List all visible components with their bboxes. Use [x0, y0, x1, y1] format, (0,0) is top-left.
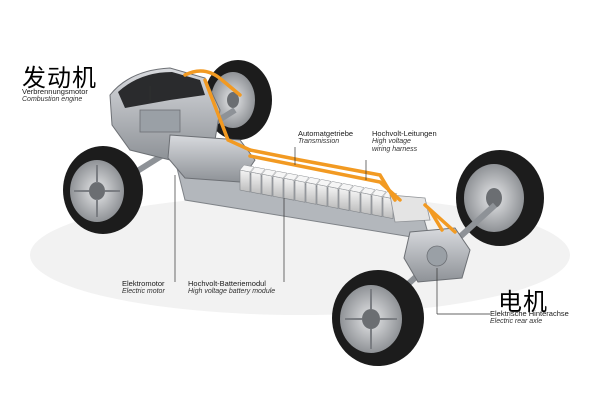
transmission-en-label: Transmission — [298, 138, 340, 146]
battery-cell-top — [239, 164, 255, 173]
battery-cell-top — [371, 189, 387, 197]
battery-cell — [338, 188, 350, 211]
battery-cell — [272, 175, 284, 199]
engine-cn-label: 发动机 — [22, 64, 97, 92]
battery-cell-top — [294, 174, 310, 183]
battery-cell-top — [327, 181, 343, 189]
electric-rear-axle-unit — [403, 227, 471, 283]
high-voltage-wiring — [183, 69, 457, 234]
motor-de-label: Elektromotor — [122, 279, 165, 288]
battery-cell-top — [283, 172, 299, 181]
battery-cell-top — [261, 168, 277, 177]
battery-cell — [294, 179, 306, 203]
battery-junction-box — [389, 194, 431, 223]
battery-cell — [250, 171, 262, 195]
rear-axle-label: Elektrische Hinterachse Electric rear ax… — [490, 309, 569, 326]
battery-cell-top — [360, 187, 376, 195]
engine-en-label: Combustion engine — [22, 96, 83, 104]
wiring-label: Hochvolt-Leitungen High voltage wiring h… — [372, 129, 437, 154]
battery-cell — [371, 194, 383, 217]
battery-cell — [327, 186, 339, 209]
ground-shadow — [30, 195, 570, 315]
wiring-en-label-2: wiring harness — [372, 145, 418, 153]
battery-de-label: Hochvolt-Batteriemodul — [188, 279, 266, 288]
battery-cell-top — [305, 177, 321, 185]
battery-module — [239, 164, 398, 220]
transmission-label: Automatgetriebe Transmission — [298, 129, 354, 146]
engine-de-label: Verbrennungsmotor — [22, 87, 88, 96]
transmission-de-label: Automatgetriebe — [298, 129, 354, 138]
battery-cell — [349, 190, 361, 213]
battery-cell-top — [250, 166, 266, 175]
battery-cell-top — [338, 183, 354, 191]
motor-label: Elektromotor Electric motor — [122, 279, 165, 296]
battery-cell — [283, 177, 295, 201]
battery-cell — [305, 181, 317, 205]
wiring-en-label-1: High voltage — [372, 138, 411, 146]
leader-lines — [149, 86, 490, 315]
rear-en-label: Electric rear axle — [490, 318, 543, 326]
rear-motor-cn-label: 电机 — [498, 288, 548, 316]
battery-cell-top — [272, 170, 288, 179]
front-left-wheel — [63, 146, 143, 234]
battery-cell — [261, 173, 273, 197]
engine-label: Verbrennungsmotor Combustion engine — [22, 87, 88, 104]
wiring-de-label: Hochvolt-Leitungen — [372, 129, 437, 138]
rear-de-label: Elektrische Hinterachse — [490, 309, 569, 318]
battery-cell — [360, 192, 372, 215]
battery-label: Hochvolt-Batteriemodul High voltage batt… — [188, 279, 276, 296]
rear-left-wheel — [332, 270, 424, 366]
motor-en-label: Electric motor — [122, 288, 165, 296]
battery-en-label: High voltage battery module — [188, 288, 276, 296]
battery-cell — [239, 169, 251, 193]
battery-cell — [316, 183, 328, 207]
battery-cell-top — [349, 185, 365, 193]
battery-cell-top — [316, 179, 332, 187]
